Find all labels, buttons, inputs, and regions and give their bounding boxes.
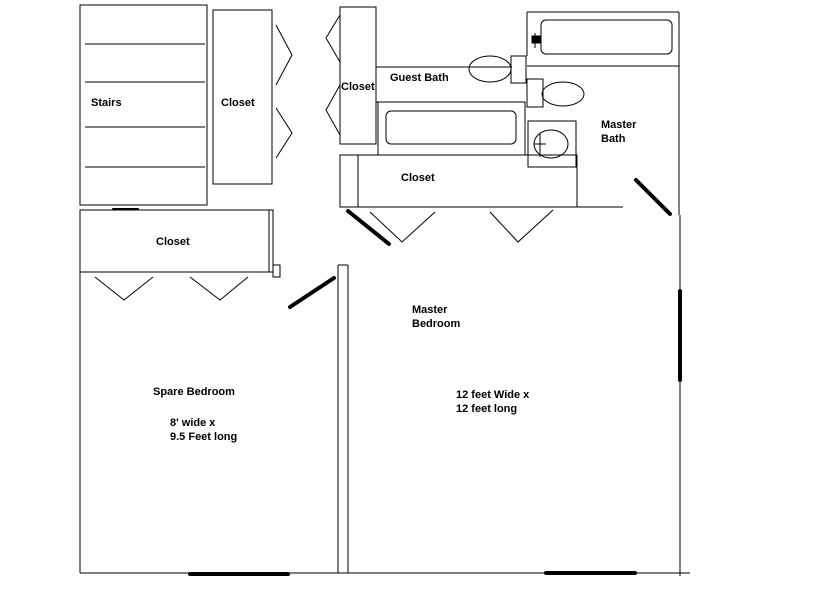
door-master-closet bbox=[346, 209, 391, 246]
label-spare-dims-2: 9.5 Feet long bbox=[170, 431, 237, 443]
door-master-bath bbox=[634, 178, 672, 216]
label-closet-guest: Closet bbox=[341, 81, 375, 93]
master-toilet-icon bbox=[541, 81, 585, 107]
stairs-outline bbox=[79, 4, 208, 206]
closet-hall-outline bbox=[339, 154, 578, 208]
label-closet-spare: Closet bbox=[156, 236, 190, 248]
master-tub-faucet-icon bbox=[531, 35, 541, 44]
label-guest-bath: Guest Bath bbox=[390, 72, 449, 84]
closet-door-swing bbox=[275, 107, 293, 159]
label-stairs: Stairs bbox=[91, 97, 122, 109]
closet-guest-outline bbox=[339, 6, 377, 145]
guest-toilet-icon bbox=[468, 55, 512, 83]
closet-door-swing bbox=[325, 14, 341, 63]
label-master-bath-1: Master bbox=[601, 119, 637, 131]
guest-sink-icon bbox=[527, 120, 577, 168]
label-master-bath-2: Bath bbox=[601, 133, 626, 145]
label-master-bedroom-1: Master bbox=[412, 304, 448, 316]
guest-tub-inner bbox=[385, 110, 517, 145]
closet-door-swing bbox=[369, 211, 436, 243]
label-master-dims-1: 12 feet Wide x bbox=[456, 389, 530, 401]
label-master-dims-2: 12 feet long bbox=[456, 403, 517, 415]
master-tub-inner bbox=[540, 19, 673, 55]
label-closet-stairs: Closet bbox=[221, 97, 255, 109]
closet-door-swing bbox=[94, 276, 154, 301]
label-closet-hall: Closet bbox=[401, 172, 435, 184]
closet-door-swing bbox=[325, 84, 341, 136]
guest-tub-outline bbox=[377, 101, 526, 156]
label-spare-dims-1: 8' wide x bbox=[170, 417, 216, 429]
master-toilet-tank-icon bbox=[526, 78, 544, 108]
label-master-bedroom-2: Bedroom bbox=[412, 318, 461, 330]
closet-door-swing bbox=[275, 24, 293, 86]
closet-door-swing bbox=[489, 209, 554, 243]
closet-stairs-outline bbox=[212, 9, 273, 185]
door-spare-bedroom bbox=[288, 276, 336, 309]
guest-toilet-tank-icon bbox=[510, 55, 527, 84]
closet-spare-stub bbox=[272, 264, 281, 278]
closet-spare-outline bbox=[79, 209, 274, 273]
label-spare-bedroom: Spare Bedroom bbox=[153, 386, 235, 398]
closet-door-swing bbox=[189, 276, 249, 301]
